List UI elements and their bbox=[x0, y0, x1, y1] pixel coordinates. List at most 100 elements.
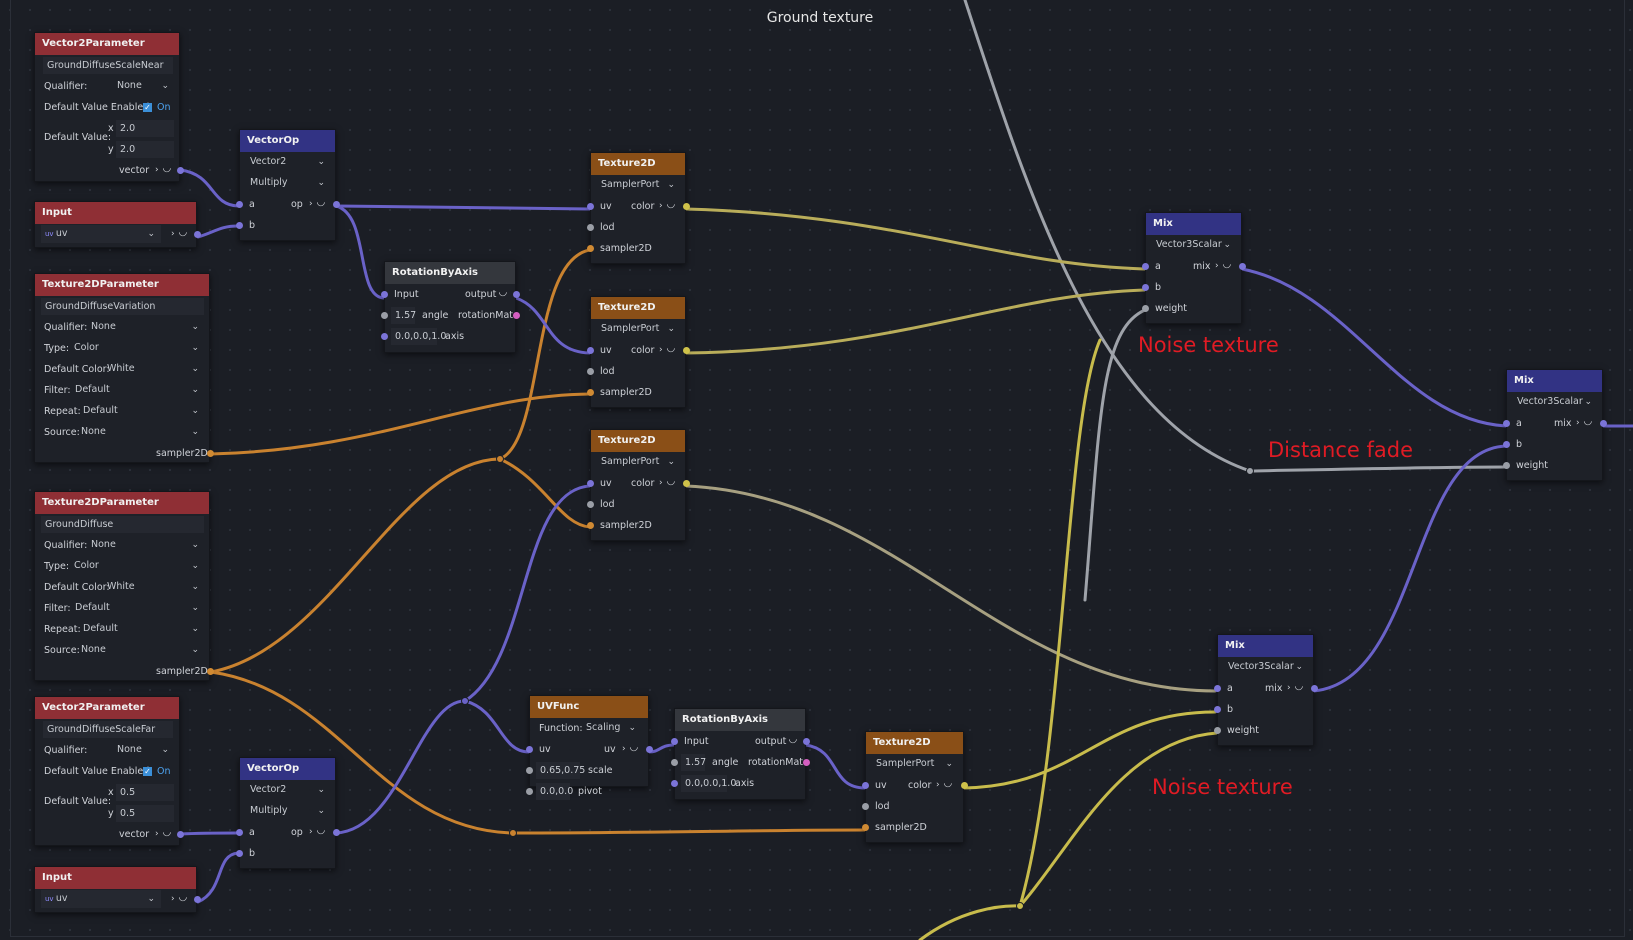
axis-input[interactable]: 0.0,0.0,1.0 bbox=[681, 775, 736, 792]
parameter-name-input[interactable]: GroundDiffuseScaleFar bbox=[43, 721, 173, 738]
node-header[interactable]: Texture2D bbox=[591, 297, 685, 319]
output-port-color[interactable] bbox=[683, 480, 690, 487]
node-header[interactable]: Vector2Parameter bbox=[35, 697, 179, 719]
output-port-mix[interactable] bbox=[1239, 263, 1246, 270]
node-mix-right[interactable]: Mix Vector3Scalar⌄ a mix › ◡ b weight bbox=[1503, 369, 1607, 481]
input-port-weight[interactable] bbox=[1142, 305, 1149, 312]
input-port-sampler2d[interactable] bbox=[587, 245, 594, 252]
pivot-input[interactable]: 0.0,0.0 bbox=[536, 783, 573, 800]
expand-port-icon[interactable]: ◡ bbox=[1584, 416, 1592, 427]
input-port-uv[interactable] bbox=[862, 782, 869, 789]
node-header[interactable]: Mix bbox=[1218, 635, 1313, 657]
qualifier-select[interactable]: None⌄ bbox=[87, 536, 205, 554]
expand-port-icon[interactable]: ◡ bbox=[179, 892, 187, 903]
expand-port-icon[interactable]: ◡ bbox=[1295, 681, 1303, 692]
repeat-select[interactable]: Default⌄ bbox=[79, 620, 205, 638]
default-value-enabled-checkbox[interactable]: ✓On bbox=[143, 102, 171, 113]
repeat-select[interactable]: Default⌄ bbox=[79, 402, 205, 420]
input-port-a[interactable] bbox=[236, 201, 243, 208]
vector-type-select[interactable]: Vector2⌄ bbox=[246, 781, 331, 799]
node-header[interactable]: Texture2DParameter bbox=[35, 492, 209, 514]
node-texture2d-d[interactable]: Texture2D SamplerPort⌄ uv color › ◡ lod … bbox=[862, 731, 968, 843]
input-port-weight[interactable] bbox=[1214, 727, 1221, 734]
input-port-a[interactable] bbox=[1142, 263, 1149, 270]
default-color-select[interactable]: White⌄ bbox=[103, 360, 205, 378]
expand-port-icon[interactable]: ◡ bbox=[1223, 259, 1231, 270]
input-port-lod[interactable] bbox=[862, 803, 869, 810]
input-port-a[interactable] bbox=[1503, 420, 1510, 427]
input-port-a[interactable] bbox=[1214, 685, 1221, 692]
operation-select[interactable]: Multiply⌄ bbox=[246, 802, 331, 820]
parameter-name-input[interactable]: GroundDiffuse bbox=[41, 516, 204, 533]
node-header[interactable]: Vector2Parameter bbox=[35, 33, 179, 55]
node-header[interactable]: VectorOp bbox=[240, 130, 335, 152]
expand-port-icon[interactable]: ◡ bbox=[317, 197, 325, 208]
output-port-uv[interactable] bbox=[194, 231, 201, 238]
input-port-b[interactable] bbox=[236, 222, 243, 229]
input-select[interactable]: uv uv⌄ bbox=[41, 890, 161, 908]
mix-type-select[interactable]: Vector3Scalar⌄ bbox=[1224, 658, 1309, 676]
node-header[interactable]: Texture2D bbox=[591, 430, 685, 452]
function-select[interactable]: Scaling⌄ bbox=[582, 719, 642, 737]
output-port-rotation-mat[interactable] bbox=[803, 759, 810, 766]
node-rotationbyaxis-bottom[interactable]: RotationByAxis Input output ◡ 1.57 angle… bbox=[671, 708, 810, 800]
source-select[interactable]: None⌄ bbox=[77, 641, 205, 659]
node-texture2d-c[interactable]: Texture2D SamplerPort⌄ uv color › ◡ lod … bbox=[587, 429, 690, 541]
output-port-sampler2d[interactable] bbox=[207, 668, 214, 675]
node-header[interactable]: Mix bbox=[1146, 213, 1241, 235]
node-header[interactable]: Input bbox=[35, 867, 196, 889]
input-port-pivot[interactable] bbox=[526, 788, 533, 795]
node-header[interactable]: Input bbox=[35, 202, 196, 224]
input-port-b[interactable] bbox=[1214, 706, 1221, 713]
node-input-top[interactable]: Input uv uv⌄ › ◡ bbox=[34, 201, 201, 248]
source-select[interactable]: None⌄ bbox=[77, 423, 205, 441]
default-value-y-input[interactable]: 0.5 bbox=[116, 805, 174, 822]
node-header[interactable]: Texture2DParameter bbox=[35, 274, 209, 296]
input-port-a[interactable] bbox=[236, 829, 243, 836]
expand-port-icon[interactable]: ◡ bbox=[667, 199, 675, 210]
sampler-select[interactable]: SamplerPort⌄ bbox=[872, 755, 959, 773]
default-value-x-input[interactable]: 2.0 bbox=[116, 120, 174, 137]
input-port-uv[interactable] bbox=[587, 347, 594, 354]
input-port-uv[interactable] bbox=[587, 203, 594, 210]
angle-input[interactable]: 1.57 bbox=[681, 754, 706, 771]
parameter-name-input[interactable]: GroundDiffuseScaleNear bbox=[43, 57, 173, 74]
angle-input[interactable]: 1.57 bbox=[391, 307, 416, 324]
node-texture2d-a[interactable]: Texture2D SamplerPort⌄ uv color › ◡ lod … bbox=[587, 152, 690, 264]
type-select[interactable]: Color⌄ bbox=[70, 557, 205, 575]
input-port-b[interactable] bbox=[1142, 284, 1149, 291]
node-input-bottom[interactable]: Input uv uv⌄ › ◡ bbox=[34, 866, 201, 913]
output-port-output[interactable] bbox=[513, 291, 520, 298]
expand-port-icon[interactable]: ◡ bbox=[667, 343, 675, 354]
expand-port-icon[interactable]: ◡ bbox=[630, 742, 638, 753]
default-color-select[interactable]: White⌄ bbox=[103, 578, 205, 596]
vector-type-select[interactable]: Vector2⌄ bbox=[246, 153, 331, 171]
input-port-sampler2d[interactable] bbox=[587, 389, 594, 396]
node-texture2d-b[interactable]: Texture2D SamplerPort⌄ uv color › ◡ lod … bbox=[587, 296, 690, 408]
node-header[interactable]: RotationByAxis bbox=[385, 262, 515, 284]
expand-port-icon[interactable]: ◡ bbox=[499, 287, 507, 298]
input-port-scale[interactable] bbox=[526, 767, 533, 774]
input-port-uv[interactable] bbox=[526, 746, 533, 753]
node-vectorop-bottom[interactable]: VectorOp Vector2⌄ Multiply⌄ a op › ◡ b bbox=[236, 757, 340, 869]
input-port-b[interactable] bbox=[1503, 441, 1510, 448]
expand-port-icon[interactable]: ◡ bbox=[667, 476, 675, 487]
sampler-select[interactable]: SamplerPort⌄ bbox=[597, 320, 681, 338]
input-port-angle[interactable] bbox=[671, 759, 678, 766]
input-port-lod[interactable] bbox=[587, 224, 594, 231]
default-value-x-input[interactable]: 0.5 bbox=[116, 784, 174, 801]
node-rotationbyaxis-top[interactable]: RotationByAxis Input output ◡ 1.57 angle… bbox=[381, 261, 520, 353]
mix-type-select[interactable]: Vector3Scalar⌄ bbox=[1513, 393, 1598, 411]
node-vector2parameter-near[interactable]: Vector2Parameter GroundDiffuseScaleNear … bbox=[34, 32, 184, 182]
qualifier-select[interactable]: None⌄ bbox=[113, 741, 175, 759]
input-port-b[interactable] bbox=[236, 850, 243, 857]
node-vectorop-top[interactable]: VectorOp Vector2⌄ Multiply⌄ a op › ◡ b bbox=[236, 129, 340, 241]
output-port-op[interactable] bbox=[333, 201, 340, 208]
input-port-input[interactable] bbox=[381, 291, 388, 298]
expand-port-icon[interactable]: ◡ bbox=[789, 734, 797, 745]
expand-port-icon[interactable]: ◡ bbox=[317, 825, 325, 836]
default-value-enabled-checkbox[interactable]: ✓On bbox=[143, 766, 171, 777]
parameter-name-input[interactable]: GroundDiffuseVariation bbox=[41, 298, 204, 315]
input-port-angle[interactable] bbox=[381, 312, 388, 319]
input-port-input[interactable] bbox=[671, 738, 678, 745]
